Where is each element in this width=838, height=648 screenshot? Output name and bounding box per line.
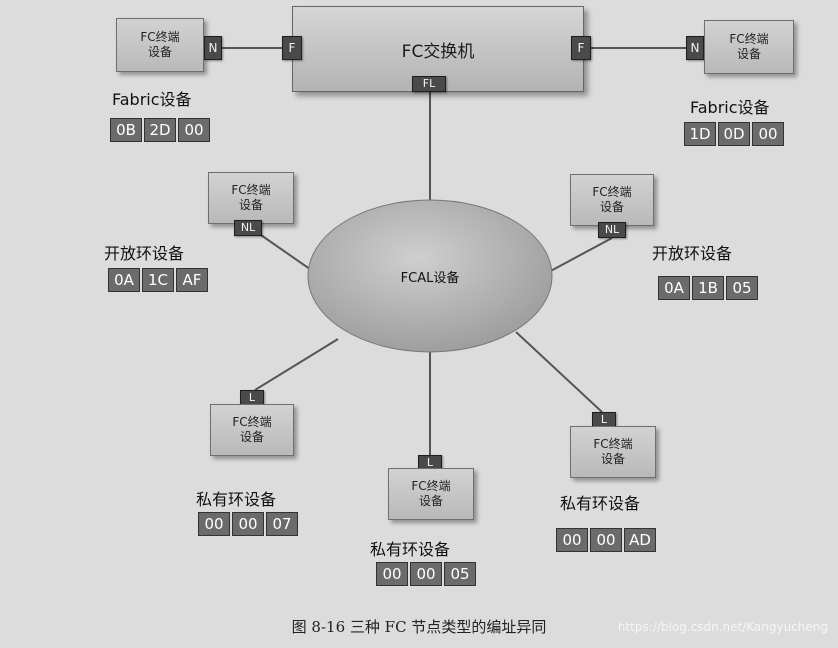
private-left-device: FC终端设备 [210,404,294,456]
fabric-left-address-area: 2D [144,118,176,142]
private-right-device: FC终端设备 [570,426,656,478]
private-mid-device-line1: FC终端 [411,479,451,493]
private-right-address-port: AD [624,528,656,552]
private-mid-address-area: 00 [410,562,442,586]
private-mid-address: 00 00 05 [376,562,476,586]
private-left-address-area: 00 [232,512,264,536]
open-left-port: NL [234,220,262,236]
private-left-label: 私有环设备 [196,490,277,509]
fabric-left-device-line2: 设备 [147,45,172,59]
private-left-address-domain: 00 [198,512,230,536]
private-left-device-line1: FC终端 [232,415,272,429]
private-mid-label: 私有环设备 [370,540,451,559]
fabric-left-address: 0B 2D 00 [110,118,210,142]
watermark: https://blog.csdn.net/Kangyucheng [617,620,828,634]
open-right-device: FC终端设备 [570,174,654,226]
switch-port-right: F [571,36,591,60]
open-right-address-area: 1B [692,276,724,300]
fcal-loop-label: FCAL设备 [401,270,460,286]
fabric-right-device-line1: FC终端 [729,32,769,46]
fabric-right-device: FC终端设备 [704,20,794,74]
fabric-right-address: 1D 0D 00 [684,122,784,146]
open-right-device-line1: FC终端 [592,185,632,199]
fabric-right-address-domain: 1D [684,122,716,146]
open-right-address: 0A 1B 05 [658,276,758,300]
fabric-left-address-port: 00 [178,118,210,142]
private-right-device-line1: FC终端 [593,437,633,451]
private-mid-address-domain: 00 [376,562,408,586]
fabric-left-label: Fabric设备 [112,90,192,109]
open-left-device-line2: 设备 [238,198,263,212]
private-mid-device: FC终端设备 [388,468,474,520]
open-left-address: 0A 1C AF [108,268,208,292]
fcal-loop-ellipse [307,199,553,353]
fabric-right-device-line2: 设备 [736,47,761,61]
private-left-address-port: 07 [266,512,298,536]
open-left-device-line1: FC终端 [231,183,271,197]
fabric-left-device-line1: FC终端 [140,30,180,44]
fabric-right-address-area: 0D [718,122,750,146]
private-left-device-line2: 设备 [239,430,264,444]
open-right-address-domain: 0A [658,276,690,300]
fabric-right-port: N [686,36,704,60]
private-right-address-area: 00 [590,528,622,552]
open-right-device-line2: 设备 [599,200,624,214]
private-left-address: 00 00 07 [198,512,298,536]
fabric-left-address-domain: 0B [110,118,142,142]
private-right-address-domain: 00 [556,528,588,552]
open-right-label: 开放环设备 [652,244,733,263]
open-right-address-port: 05 [726,276,758,300]
private-mid-address-port: 05 [444,562,476,586]
fc-switch-title: FC交换机 [401,42,475,62]
fabric-left-device: FC终端设备 [116,18,204,72]
link-private-left [254,338,339,391]
open-left-device: FC终端设备 [208,172,294,224]
private-right-port: L [592,412,616,428]
private-right-address: 00 00 AD [556,528,656,552]
fabric-right-label: Fabric设备 [690,98,770,117]
fabric-left-port: N [204,36,222,60]
open-left-address-area: 1C [142,268,174,292]
private-right-device-line2: 设备 [600,452,625,466]
open-left-label: 开放环设备 [104,244,185,263]
switch-port-left: F [282,36,302,60]
private-mid-device-line2: 设备 [418,494,443,508]
switch-port-bottom: FL [412,76,446,92]
open-right-port: NL [598,222,626,238]
figure-caption: 图 8-16 三种 FC 节点类型的编址异同 [291,618,547,636]
open-left-address-port: AF [176,268,208,292]
fabric-right-address-port: 00 [752,122,784,146]
open-left-address-domain: 0A [108,268,140,292]
link-private-right [515,331,603,413]
private-right-label: 私有环设备 [560,494,641,513]
